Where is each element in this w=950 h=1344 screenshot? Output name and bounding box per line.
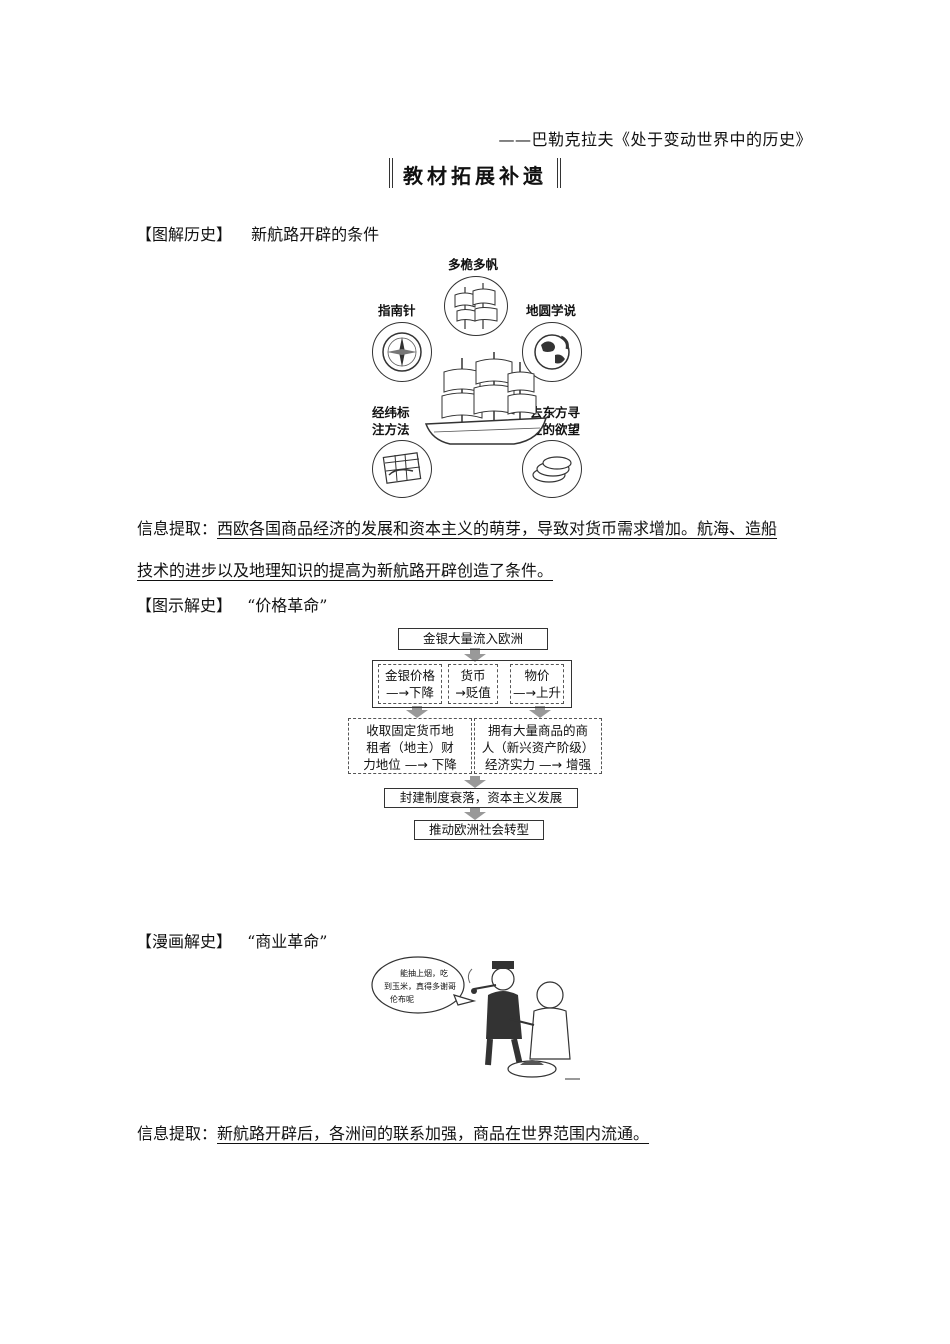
gold-coins-icon xyxy=(532,456,572,483)
part3-info-text: 新航路开辟后，各洲间的联系加强，商品在世界范围内流通。 xyxy=(217,1124,650,1143)
ill-label-masts: 多桅多帆 xyxy=(448,257,499,272)
ill-label-latlong-2: 注方法 xyxy=(372,422,410,437)
flow-box-landlord: 收取固定货币地 租者（地主）财 力地位 —→ 下降 xyxy=(348,718,472,774)
ill-label-latlong-1: 经纬标 xyxy=(372,405,410,420)
part1-info-line1: 信息提取：西欧各国商品经济的发展和资本主义的萌芽，导致对货币需求增加。航海、造船 xyxy=(137,515,817,539)
part1-heading: 【图解历史】 新航路开辟的条件 xyxy=(136,221,379,245)
flow-box-feudal-decline: 封建制度衰落，资本主义发展 xyxy=(384,788,578,808)
part1-info-text-1: 西欧各国商品经济的发展和资本主义的萌芽，导致对货币需求增加。航海、造船 xyxy=(217,519,778,538)
part1-info-line2: 技术的进步以及地理知识的提高为新航路开辟创造了条件。 xyxy=(137,557,817,581)
flow-goods-line2: —→上升 xyxy=(513,685,561,700)
flow-box-top: 金银大量流入欧洲 xyxy=(398,628,548,650)
part3-heading: 【漫画解史】 “商业革命” xyxy=(136,928,327,952)
title-bar-right xyxy=(557,158,561,188)
part3-info-line: 信息提取：新航路开辟后，各洲间的联系加强，商品在世界范围内流通。 xyxy=(137,1120,817,1144)
title-bar-left xyxy=(389,158,393,188)
part3-info-label: 信息提取： xyxy=(137,1124,218,1143)
part1-info-text-2: 技术的进步以及地理知识的提高为新航路开辟创造了条件。 xyxy=(137,561,554,580)
part1-label: 【图解历史】 xyxy=(136,225,233,244)
ill-label-gold-1: 去东方寻 xyxy=(530,405,581,420)
compass-icon xyxy=(382,332,422,372)
flow-left-line2: 租者（地主）财 xyxy=(366,740,454,755)
part3-label: 【漫画解史】 xyxy=(136,932,233,951)
commercial-revolution-comic: 能抽上烟，吃 到玉米，真得多谢哥 伦布呢 xyxy=(370,955,585,1087)
price-revolution-flowchart: 金银大量流入欧洲 金银价格 —→下降 货币 →贬值 物价 —→上升 收取固定货币… xyxy=(340,624,610,844)
flow-box-transformation: 推动欧洲社会转型 xyxy=(414,820,544,840)
flow-money-line1: 货币 xyxy=(460,668,486,683)
navigation-conditions-illustration: 多桅多帆 指南针 地圆学说 经纬标 注方法 去东方寻 金的欲望 xyxy=(360,252,600,500)
flow-right-line2: 人（新兴资产阶级） xyxy=(481,740,595,755)
part3-title: “商业革命” xyxy=(247,932,328,951)
flow-box-goods-price: 物价 —→上升 xyxy=(510,664,564,704)
flow-box-currency: 货币 →贬值 xyxy=(448,664,498,704)
bubble-line3: 伦布呢 xyxy=(390,995,414,1004)
quote-attribution: ——巴勒克拉夫《处于变动世界中的历史》 xyxy=(498,130,812,149)
part2-label: 【图示解史】 xyxy=(136,596,233,615)
masts-icon xyxy=(454,283,498,329)
masts-circle xyxy=(444,276,508,336)
ill-label-globe: 地圆学说 xyxy=(526,303,577,318)
gold-circle xyxy=(522,440,582,498)
section-title: 教材拓展补遗 xyxy=(0,158,950,191)
flow-left-line3: 力地位 —→ 下降 xyxy=(363,757,457,772)
flow-box-merchant: 拥有大量商品的商 人（新兴资产阶级） 经济实力 —→ 增强 xyxy=(474,718,602,774)
flow-right-line1: 拥有大量商品的商 xyxy=(487,723,588,738)
flow-left-line1: 收取固定货币地 xyxy=(366,723,454,738)
latlong-circle xyxy=(372,440,432,498)
flow-arrows xyxy=(406,648,551,820)
flow-gold-line2: —→下降 xyxy=(386,685,434,700)
flow-box-gold-price: 金银价格 —→下降 xyxy=(378,664,442,704)
part2-heading: 【图示解史】 “价格革命” xyxy=(136,592,327,616)
part1-info-label: 信息提取： xyxy=(137,519,218,538)
ship-icon xyxy=(424,352,556,445)
flow-right-line3: 经济实力 —→ 增强 xyxy=(485,757,591,772)
bubble-line1: 能抽上烟，吃 xyxy=(400,969,448,978)
part1-title: 新航路开辟的条件 xyxy=(251,225,380,244)
comic-drawing xyxy=(371,956,580,1080)
speech-bubble-text: 能抽上烟，吃 到玉米，真得多谢哥 伦布呢 xyxy=(382,967,460,1006)
section-title-text: 教材拓展补遗 xyxy=(403,164,547,188)
compass-circle xyxy=(372,322,432,382)
flow-goods-line1: 物价 xyxy=(524,668,550,683)
flow-gold-line1: 金银价格 xyxy=(384,668,435,683)
map-grid-icon xyxy=(382,452,422,484)
flow-money-line2: →贬值 xyxy=(455,685,491,700)
bubble-line2: 到玉米，真得多谢哥 xyxy=(384,982,456,991)
flow-group-effects xyxy=(372,660,572,708)
globe-icon xyxy=(534,334,570,370)
globe-circle xyxy=(522,322,582,382)
ill-label-compass: 指南针 xyxy=(378,303,416,318)
section-title-box: 教材拓展补遗 xyxy=(389,158,561,191)
part2-title: “价格革命” xyxy=(247,596,328,615)
